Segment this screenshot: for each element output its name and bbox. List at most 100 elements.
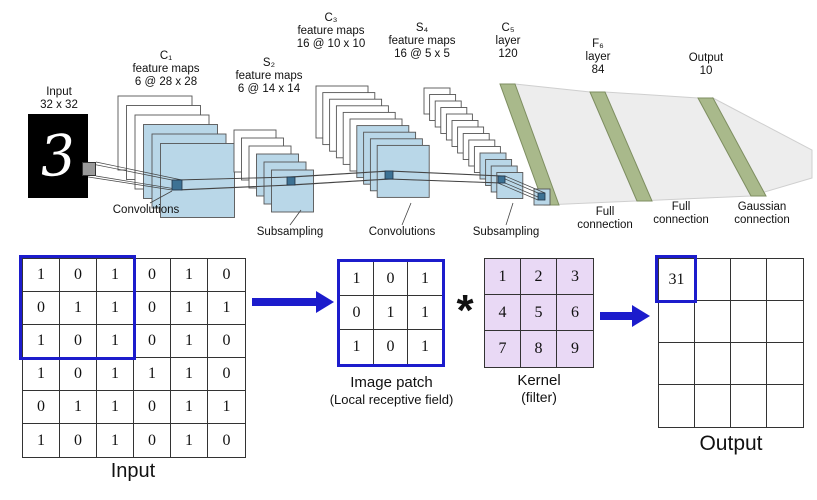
kernel-grid-cell-r2c1: 8 — [521, 331, 557, 367]
kernel-label: Kernel (filter) — [517, 372, 561, 405]
c3-feature-maps — [315, 85, 430, 198]
output-grid-cell-r1c0 — [659, 301, 695, 343]
output-grid-cell-r0c3 — [767, 259, 803, 301]
kernel-grid-cell-r0c1: 2 — [521, 259, 557, 295]
image-patch-grid-cell-r0c0: 1 — [340, 262, 374, 296]
full-connection-label-2: Full connection — [653, 201, 709, 226]
image-patch-grid-cell-r1c0: 0 — [340, 296, 374, 330]
output-grid-cell-r3c3 — [767, 385, 803, 427]
output-grid-cell-r3c1 — [695, 385, 731, 427]
input-grid-cell-r2c4: 1 — [171, 325, 208, 358]
receptive-field-lines — [81, 161, 546, 201]
output-grid-cell-r0c2 — [731, 259, 767, 301]
kernel-grid-cell-r2c2: 9 — [557, 331, 593, 367]
input-grid-cell-r1c1: 1 — [60, 292, 97, 325]
input-grid-cell-r1c5: 1 — [208, 292, 245, 325]
input-grid-cell-r3c0: 1 — [23, 358, 60, 391]
output-grid-cell-r1c2 — [731, 301, 767, 343]
arrow-kernel-to-output — [600, 305, 650, 327]
output-layer-bar — [697, 97, 767, 197]
f6-label: F₆ layer 84 — [585, 38, 611, 76]
input-grid-cell-r4c2: 1 — [97, 391, 134, 424]
input-grid-cell-r0c0: 1 — [23, 259, 60, 292]
digit-glyph: 3 — [37, 122, 79, 190]
input-grid-cell-r3c5: 0 — [208, 358, 245, 391]
input-grid-cell-r2c3: 0 — [134, 325, 171, 358]
input-grid-cell-r5c3: 0 — [134, 424, 171, 457]
output-grid-cell-r0c1 — [695, 259, 731, 301]
input-grid-cell-r3c4: 1 — [171, 358, 208, 391]
input-receptive-field-square — [82, 162, 96, 176]
image-patch-label: Image patch (Local receptive field) — [329, 374, 454, 407]
input-grid-cell-r0c2: 1 — [97, 259, 134, 292]
c1-feature-maps — [117, 95, 235, 218]
kernel-grid-cell-r0c0: 1 — [485, 259, 521, 295]
input-grid-cell-r4c4: 1 — [171, 391, 208, 424]
architecture-diagram — [81, 83, 813, 226]
convolution-operator: * — [456, 286, 474, 335]
image-patch-grid-cell-r1c1: 1 — [374, 296, 408, 330]
full-connection-label-1: Full connection — [577, 206, 633, 231]
input-grid-cell-r1c3: 0 — [134, 292, 171, 325]
label-leader-lines — [149, 190, 514, 226]
kernel-grid-cell-r0c2: 3 — [557, 259, 593, 295]
input-grid-label: Input — [110, 460, 156, 482]
input-grid-cell-r5c4: 1 — [171, 424, 208, 457]
input-grid-cell-r5c2: 1 — [97, 424, 134, 457]
input-grid-cell-r0c5: 0 — [208, 259, 245, 292]
input-grid-cell-r4c5: 1 — [208, 391, 245, 424]
input-grid-cell-r2c1: 0 — [60, 325, 97, 358]
subsampling-label-1: Subsampling — [256, 226, 324, 238]
c3-label: C₃ feature maps 16 @ 10 x 10 — [296, 12, 366, 50]
image-patch-grid-cell-r0c1: 0 — [374, 262, 408, 296]
f6-layer-bar — [589, 91, 653, 202]
subsampling-label-2: Subsampling — [472, 226, 540, 238]
arrow-input-to-patch — [252, 291, 334, 313]
output-grid-cell-r3c0 — [659, 385, 695, 427]
convolutions-label-2: Convolutions — [368, 226, 436, 238]
c5-layer-bar — [499, 83, 560, 206]
input-digit-image: 3 — [28, 114, 88, 198]
c5-label: C₅ layer 120 — [495, 22, 521, 60]
s4-label: S₄ feature maps 16 @ 5 x 5 — [388, 22, 456, 60]
input-grid-cell-r0c1: 0 — [60, 259, 97, 292]
input-grid-cell-r5c1: 0 — [60, 424, 97, 457]
kernel-grid-cell-r2c0: 7 — [485, 331, 521, 367]
input-grid-cell-r1c0: 0 — [23, 292, 60, 325]
input-grid-cell-r5c0: 1 — [23, 424, 60, 457]
output-grid-cell-r2c1 — [695, 343, 731, 385]
input-grid-cell-r2c5: 0 — [208, 325, 245, 358]
output-first-cell-highlight — [655, 255, 697, 303]
image-patch-grid-cell-r2c1: 0 — [374, 330, 408, 364]
input-grid-cell-r1c2: 1 — [97, 292, 134, 325]
s2-label: S₂ feature maps 6 @ 14 x 14 — [235, 57, 303, 95]
output-grid-cell-r1c1 — [695, 301, 731, 343]
input-grid-cell-r0c3: 0 — [134, 259, 171, 292]
input-grid-cell-r1c4: 1 — [171, 292, 208, 325]
input-grid-cell-r3c1: 0 — [60, 358, 97, 391]
image-patch-grid-cell-r2c2: 1 — [408, 330, 442, 364]
input-grid-cell-r3c2: 1 — [97, 358, 134, 391]
output-grid-cell-r2c0 — [659, 343, 695, 385]
output-grid-cell-r3c2 — [731, 385, 767, 427]
kernel-grid-cell-r1c1: 5 — [521, 295, 557, 331]
output-layer-label: Output 10 — [688, 52, 724, 77]
gaussian-connection-label: Gaussian connection — [734, 201, 790, 226]
image-patch-grid-cell-r0c2: 1 — [408, 262, 442, 296]
input-grid-cell-r0c4: 1 — [171, 259, 208, 292]
input-grid-cell-r4c0: 0 — [23, 391, 60, 424]
input-grid-highlight-box — [19, 255, 136, 360]
c1-label: C₁ feature maps 6 @ 28 x 28 — [132, 50, 200, 88]
input-grid-cell-r3c3: 1 — [134, 358, 171, 391]
input-grid-cell-r5c5: 0 — [208, 424, 245, 457]
input-grid-cell-r4c1: 1 — [60, 391, 97, 424]
output-grid: 31 — [658, 258, 804, 428]
image-patch-grid-cell-r2c0: 1 — [340, 330, 374, 364]
input-grid-cell-r2c0: 1 — [23, 325, 60, 358]
input-grid-cell-r4c3: 0 — [134, 391, 171, 424]
fully-connected-sheets — [514, 83, 813, 206]
